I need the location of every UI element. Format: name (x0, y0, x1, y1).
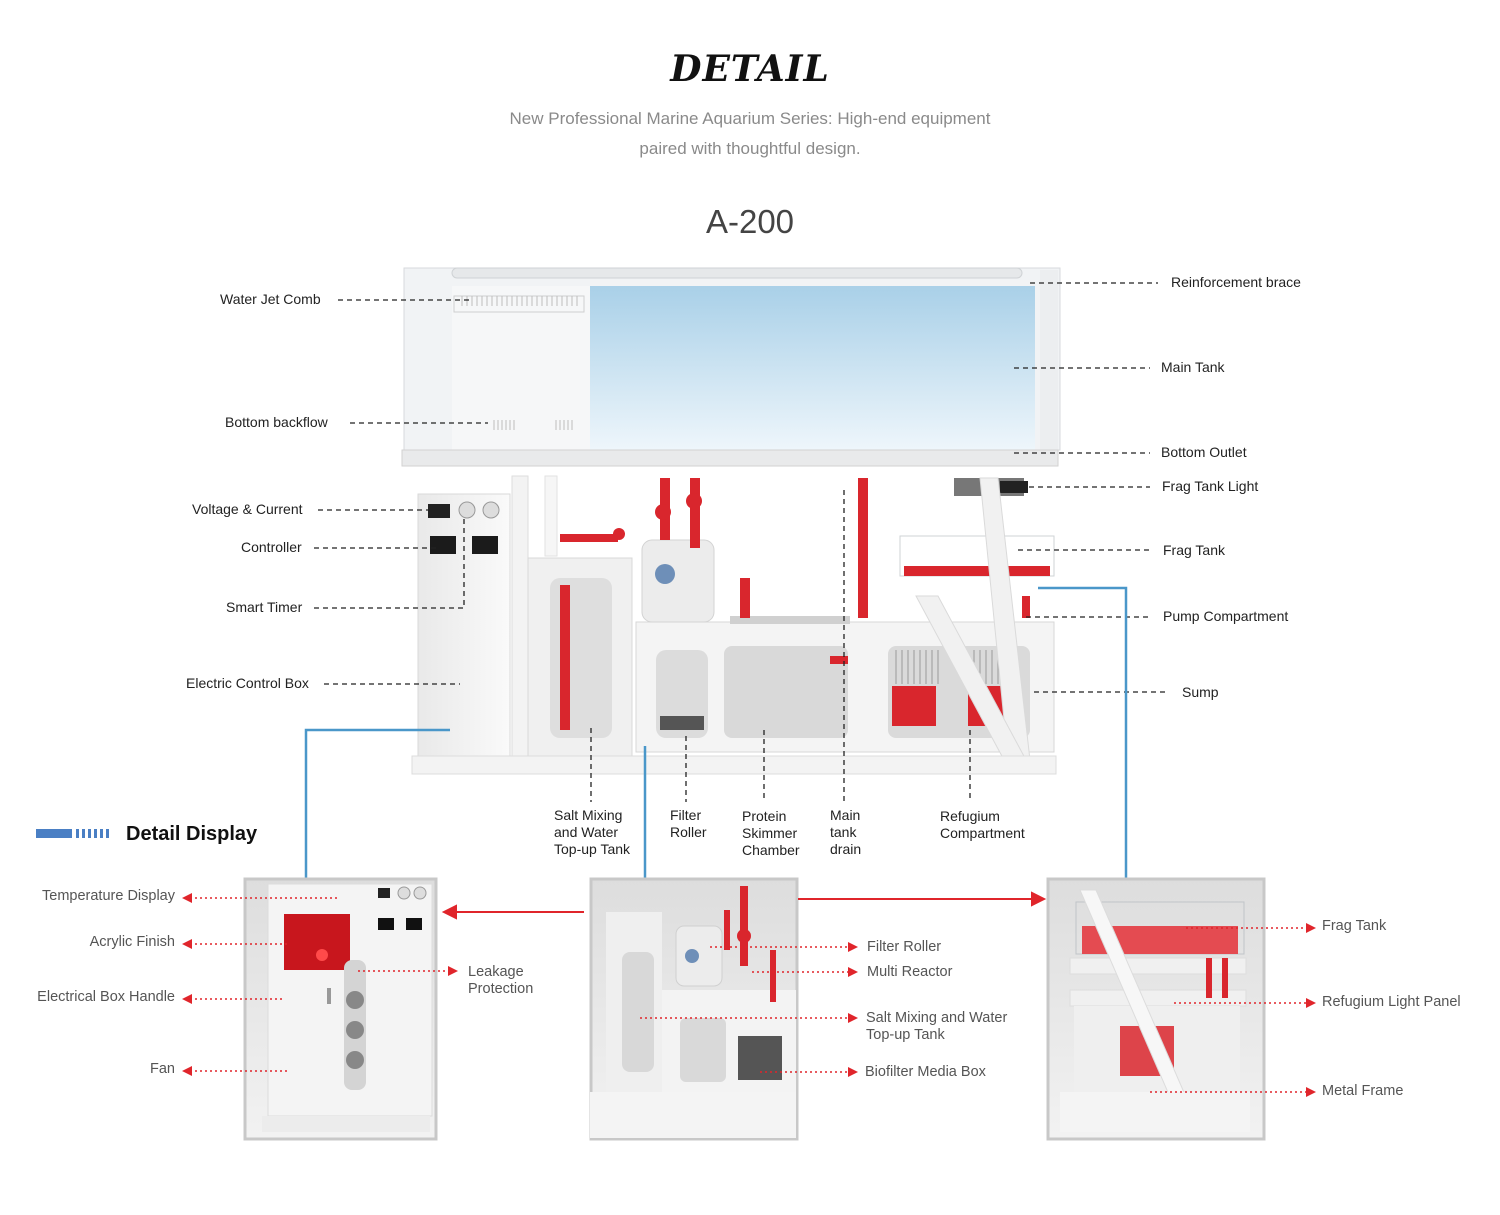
page-title: DETAIL (670, 48, 830, 90)
label-salt-mixing: Salt Mixing and Water Top-up Tank (554, 807, 631, 857)
label-fan: Fan (150, 1061, 175, 1077)
label-water-jet-comb: Water Jet Comb (220, 291, 321, 307)
subtitle-line-1: New Professional Marine Aquarium Series:… (509, 109, 991, 128)
detail-display-icon (36, 829, 109, 838)
detail-arrowheads (182, 893, 1316, 1097)
label-temperature-display: Temperature Display (42, 888, 175, 904)
label-refugium-light-panel: Refugium Light Panel (1322, 994, 1461, 1010)
model-name: A-200 (705, 203, 795, 240)
label-multi-reactor: Multi Reactor (867, 964, 953, 980)
subtitle-line-2: paired with thoughtful design. (639, 139, 861, 158)
label-frag-tank: Frag Tank (1163, 542, 1225, 558)
label-main-tank-drain: Main tank drain (830, 807, 862, 857)
label-frag-tank-detail: Frag Tank (1322, 918, 1387, 934)
box-arrows (441, 891, 1047, 920)
page-subtitle: New Professional Marine Aquarium Series:… (0, 104, 1500, 164)
label-protein-skimmer: Protein Skimmer Chamber (742, 808, 800, 858)
label-refugium: Refugium Compartment (940, 808, 1025, 841)
detail-display-title: Detail Display (126, 823, 258, 845)
stand (411, 475, 1057, 775)
label-bottom-outlet: Bottom Outlet (1161, 444, 1247, 460)
label-controller: Controller (241, 539, 302, 555)
label-main-tank: Main Tank (1161, 359, 1225, 375)
label-sump: Sump (1182, 684, 1219, 700)
label-acrylic-finish: Acrylic Finish (89, 934, 175, 950)
connector-lines (304, 586, 1128, 878)
label-biofilter-media-box: Biofilter Media Box (865, 1064, 986, 1080)
label-metal-frame: Metal Frame (1322, 1083, 1404, 1099)
label-bottom-backflow: Bottom backflow (225, 414, 328, 430)
leader-lines (314, 282, 1168, 802)
label-voltage-current: Voltage & Current (192, 501, 303, 517)
label-reinforcement-brace: Reinforcement brace (1171, 274, 1301, 290)
label-pump-compartment: Pump Compartment (1163, 608, 1289, 624)
label-electrical-box-handle: Electrical Box Handle (37, 989, 175, 1005)
label-frag-tank-light: Frag Tank Light (1162, 478, 1259, 494)
label-filter-roller-detail: Filter Roller (867, 939, 942, 955)
detail-leader-lines (190, 897, 1306, 1093)
label-filter-roller: Filter Roller (670, 807, 707, 840)
detail-photo-sump (589, 877, 799, 1141)
label-electric-control-box: Electric Control Box (186, 675, 309, 691)
label-leakage-protection: Leakage Protection (468, 964, 534, 997)
label-salt-mixing-detail: Salt Mixing and Water Top-up Tank (866, 1010, 1008, 1043)
main-tank (401, 267, 1061, 467)
detail-photo-frag-tank (1046, 877, 1266, 1141)
detail-photo-electric-box (243, 877, 438, 1141)
label-smart-timer: Smart Timer (226, 599, 303, 615)
